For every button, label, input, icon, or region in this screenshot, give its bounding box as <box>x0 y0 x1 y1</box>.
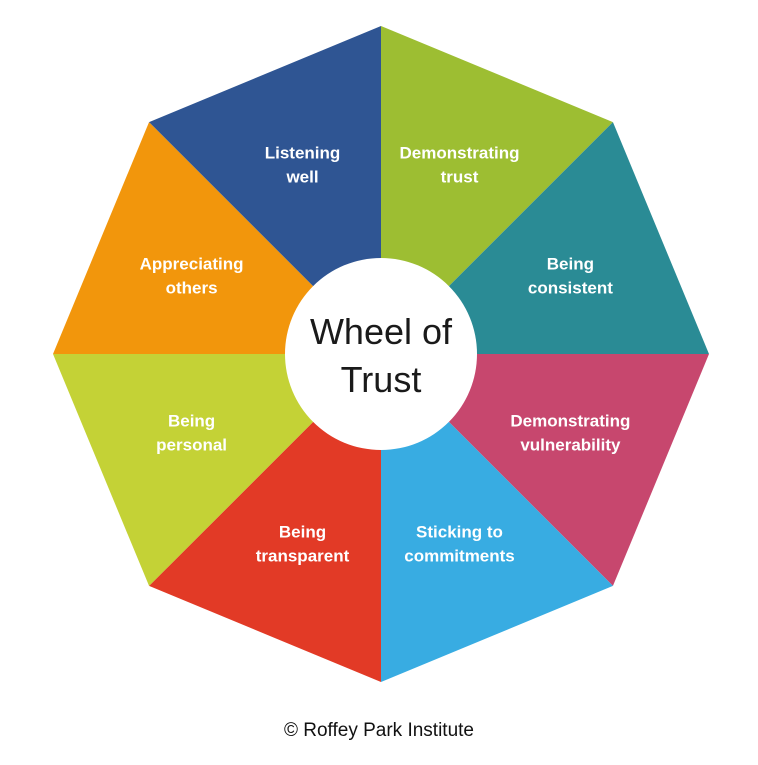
segment-label-6: Being personal <box>156 412 227 455</box>
segment-label-line: vulnerability <box>520 436 621 455</box>
segment-label-line: Appreciating <box>140 255 244 274</box>
segment-label-line: commitments <box>404 546 515 565</box>
segment-4 <box>381 354 613 682</box>
segment-8 <box>149 26 381 354</box>
wheel-segments <box>53 26 709 682</box>
segment-label-line: consistent <box>528 279 613 298</box>
segment-label-line: transparent <box>256 546 350 565</box>
segment-label-line: Listening <box>265 144 341 163</box>
segment-label-4: Sticking to commitments <box>404 522 515 565</box>
segment-label-line: well <box>285 168 318 187</box>
segment-label-8: Listening well <box>265 144 341 187</box>
segment-5 <box>149 354 381 682</box>
segment-label-line: others <box>166 279 218 298</box>
segment-label-line: Being <box>279 522 326 541</box>
segment-label-line: Sticking to <box>416 522 503 541</box>
segment-7 <box>53 122 381 355</box>
center-hub <box>285 258 477 450</box>
copyright-notice: © Roffey Park Institute <box>283 720 474 741</box>
segment-label-2: Being consistent <box>528 255 613 298</box>
segment-label-line: Demonstrating <box>400 144 520 163</box>
segment-1 <box>381 26 613 354</box>
segment-label-7: Appreciating others <box>140 255 244 298</box>
segment-label-3: Demonstrating vulnerability <box>510 412 630 455</box>
segment-label-line: personal <box>156 436 227 455</box>
segment-2 <box>381 122 709 355</box>
segment-label-line: Being <box>168 412 215 431</box>
segment-3 <box>381 354 709 586</box>
segment-label-5: Being transparent <box>256 522 350 565</box>
segment-6 <box>53 354 381 586</box>
segment-label-1: Demonstrating trust <box>400 144 520 187</box>
segment-label-line: trust <box>441 168 479 187</box>
center-title-line-2: Trust <box>341 359 422 400</box>
segment-label-line: Demonstrating <box>510 412 630 431</box>
center-title-line-1: Wheel of <box>310 311 453 352</box>
segment-label-line: Being <box>547 255 594 274</box>
